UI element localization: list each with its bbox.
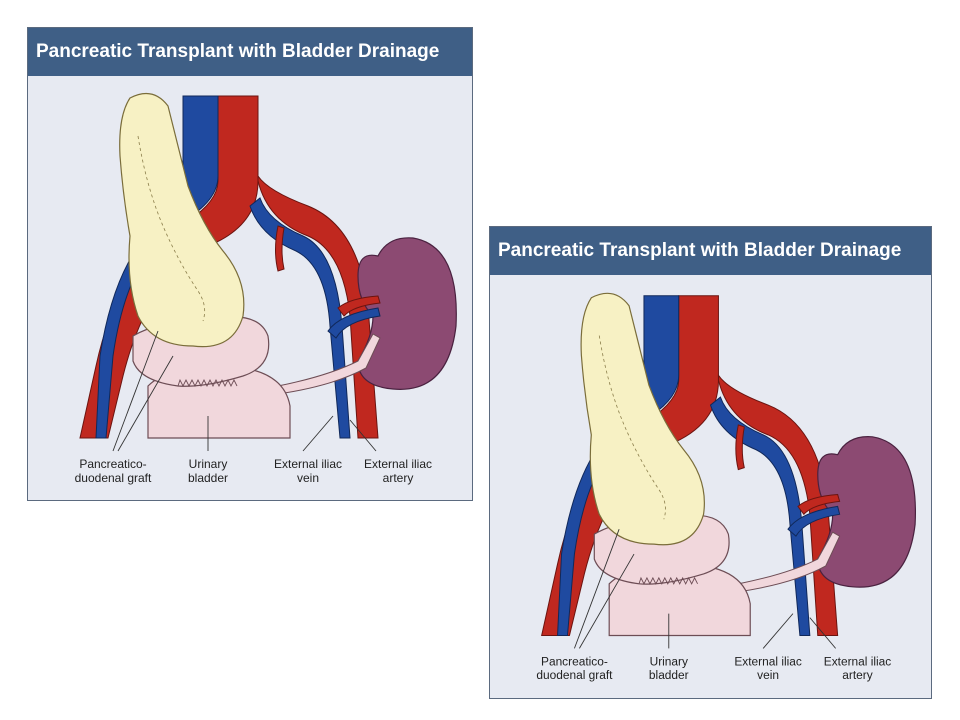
label-artery-line1: External iliac: [824, 654, 892, 668]
label-artery-line2: artery: [383, 471, 414, 485]
label-artery-line1: External iliac: [364, 457, 432, 471]
ureter: [737, 531, 841, 593]
label-graft-line2: duodenal graft: [75, 471, 152, 485]
label-vein-line2: vein: [757, 668, 779, 682]
pancreas-graft: [580, 292, 705, 546]
kidney: [817, 436, 917, 588]
label-vein-line1: External iliac: [274, 457, 342, 471]
kidney: [357, 237, 457, 390]
label-graft-line1: Pancreatico-: [541, 654, 608, 668]
renal-vein: [327, 307, 381, 339]
label-bladder-line2: bladder: [649, 668, 689, 682]
label-bladder-line2: bladder: [188, 471, 228, 485]
diagram-panel-2: Pancreatic Transplant with Bladder Drain…: [489, 226, 932, 699]
panel-title: Pancreatic Transplant with Bladder Drain…: [490, 227, 931, 275]
label-leaders: [574, 529, 836, 649]
external-iliac-vein: [249, 197, 351, 439]
suture-line: [177, 378, 238, 388]
pancreatic-duct: [598, 335, 666, 520]
renal-vein: [787, 505, 841, 537]
diagram-panel-1: Pancreatic Transplant with Bladder Drain…: [27, 27, 473, 501]
label-artery-line2: artery: [842, 668, 872, 682]
label-bladder-line1: Urinary: [189, 457, 228, 471]
label-bladder-line1: Urinary: [650, 654, 688, 668]
label-vein-line1: External iliac: [734, 654, 802, 668]
transplant-illustration: Pancreatico- duodenal graft Urinary blad…: [75, 92, 457, 485]
transplant-illustration: Pancreatico- duodenal graft Urinary blad…: [536, 292, 917, 682]
ureter: [277, 333, 381, 395]
label-leaders: [112, 330, 377, 452]
pancreas-graft: [119, 92, 245, 348]
renal-artery: [797, 493, 841, 516]
suture-line: [638, 576, 698, 585]
artery-branch: [735, 424, 745, 471]
panel-title: Pancreatic Transplant with Bladder Drain…: [28, 28, 472, 76]
external-iliac-vein: [709, 396, 811, 636]
pancreatic-duct: [137, 135, 206, 322]
label-vein-line2: vein: [297, 471, 319, 485]
label-graft-line2: duodenal graft: [536, 668, 613, 682]
artery-branch: [275, 225, 285, 272]
label-graft-line1: Pancreatico-: [79, 457, 146, 471]
renal-artery: [337, 295, 381, 317]
